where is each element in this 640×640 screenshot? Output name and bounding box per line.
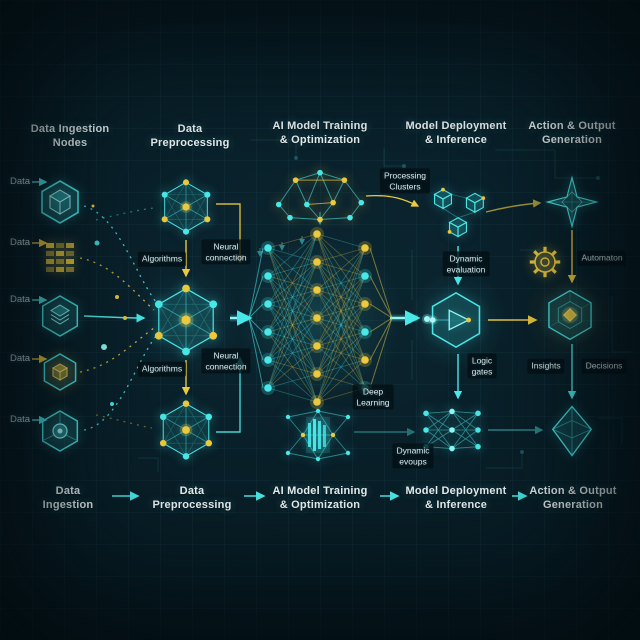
gear-icon [529, 246, 561, 278]
ingestion-flow-curves [79, 205, 157, 431]
molecule-network-icon [149, 283, 223, 357]
data-input-label: Data [10, 294, 31, 305]
bottom-stage-model-deployment: Model Deployment & Inference [405, 485, 507, 512]
data-grid-icon [43, 241, 77, 275]
molecule-network-icon [155, 399, 217, 461]
stage-title-model-deployment: Model Deployment & Inference [405, 120, 507, 147]
stage-title-ai-model-training: AI Model Training & Optimization [272, 120, 368, 147]
stage-title-data-preprocessing: Data Preprocessing [150, 123, 230, 150]
molecule-network-icon [157, 178, 215, 236]
logic-gates-label: Logic gates [467, 353, 497, 379]
dynamic-evoups-label: Dynamic evoups [392, 443, 434, 469]
signal-bars-network-icon [282, 407, 354, 463]
data-input-label: Data [10, 176, 31, 187]
circuit-traces [138, 139, 632, 472]
algorithms-label: Algorithms [137, 251, 187, 267]
bottom-stage-ai-model-training: AI Model Training & Optimization [272, 485, 368, 512]
stage-title-data-ingestion-nodes: Data Ingestion Nodes [30, 123, 110, 150]
layered-hexagon-icon [38, 294, 82, 338]
processing-clusters-label: Processing Clusters [379, 168, 431, 194]
data-input-label: Data [10, 414, 31, 425]
dynamic-evaluation-label: Dynamic evaluation [442, 251, 490, 277]
bottom-stage-data-ingestion: Data Ingestion [42, 485, 94, 512]
automaton-label: Automaton [577, 250, 627, 266]
stage-title-action-output: Action & Output Generation [528, 120, 616, 147]
bottom-stage-action-output: Action & Output Generation [529, 485, 617, 512]
algorithms-label: Algorithms [137, 361, 187, 377]
training-connectors [230, 194, 432, 405]
data-input-label: Data [10, 353, 31, 364]
logic-gate-hexagon-icon [425, 289, 487, 351]
constellation-network-icon [272, 167, 368, 227]
diamond-icon [547, 403, 597, 459]
hexagon-cube-yellow-icon [40, 352, 80, 392]
insights-label: Insights [527, 358, 565, 374]
hexagon-cube-icon [37, 179, 83, 225]
hexagon-core-icon [543, 288, 597, 342]
neural-network-nodes [261, 227, 372, 409]
neural-network-edges [248, 233, 393, 403]
cube-cluster-icon [420, 184, 496, 244]
neural-connection-label: Neural connection [201, 239, 251, 265]
hexagon-sphere-icon [38, 409, 82, 453]
neural-connection-label: Neural connection [201, 348, 251, 374]
data-input-label: Data [10, 237, 31, 248]
spark-dots [91, 204, 127, 406]
deep-learning-label: Deep Learning [352, 384, 394, 410]
bottom-stage-data-preprocessing: Data Preprocessing [152, 485, 232, 512]
sparkle-star-icon [545, 175, 599, 229]
decisions-label: Decisions [581, 358, 627, 374]
